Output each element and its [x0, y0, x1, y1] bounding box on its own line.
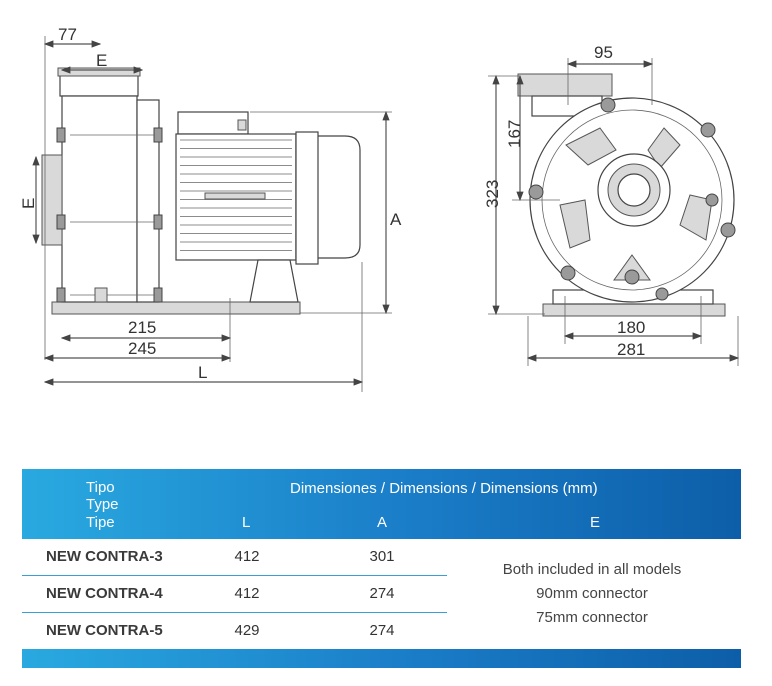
header-type-tipo: Tipo [86, 479, 115, 496]
model-name: NEW CONTRA-4 [46, 585, 163, 602]
dim-e-left: E [19, 198, 38, 209]
dim-95: 95 [594, 43, 613, 62]
header-dimensions-title: Dimensiones / Dimensions / Dimensions (m… [290, 480, 598, 497]
value-a: 274 [369, 585, 395, 602]
value-a: 301 [369, 548, 395, 565]
value-l: 412 [234, 585, 260, 602]
dim-l: L [198, 363, 207, 382]
model-name: NEW CONTRA-5 [46, 622, 163, 639]
header-type-tipe: Tipe [86, 514, 115, 531]
side-view: 77 E E A 215 245 L [19, 25, 402, 392]
table-row: NEW CONTRA-3 412 301 [22, 539, 447, 576]
dim-167: 167 [505, 120, 524, 148]
value-l: 429 [234, 622, 260, 639]
dim-281: 281 [617, 340, 645, 359]
header-col-e: E [590, 514, 601, 531]
technical-drawing: 77 E E A 215 245 L [19, 25, 740, 392]
dim-77: 77 [58, 25, 77, 44]
dimensions-table: Tipo Type Tipe Dimensiones / Dimensions … [22, 469, 741, 668]
header-type-type: Type [86, 496, 119, 513]
table-row: NEW CONTRA-4 412 274 [22, 576, 447, 613]
dim-245: 245 [128, 339, 156, 358]
value-a: 274 [369, 622, 395, 639]
dim-323: 323 [483, 180, 502, 208]
header-col-a: A [377, 514, 388, 531]
table-header: Tipo Type Tipe Dimensiones / Dimensions … [22, 469, 741, 539]
table-footer-bar [22, 649, 741, 668]
dim-215: 215 [128, 318, 156, 337]
e-note-line2: 90mm connector [536, 585, 648, 602]
dim-a: A [390, 210, 402, 229]
model-name: NEW CONTRA-3 [46, 548, 163, 565]
e-note-line1: Both included in all models [502, 561, 682, 578]
dim-180: 180 [617, 318, 645, 337]
table-row: NEW CONTRA-5 429 274 [22, 613, 447, 649]
e-note-line3: 75mm connector [536, 609, 648, 626]
front-view: 95 167 323 180 281 [483, 43, 740, 366]
dim-e-top: E [96, 51, 107, 70]
value-l: 412 [234, 548, 260, 565]
header-col-l: L [242, 514, 251, 531]
